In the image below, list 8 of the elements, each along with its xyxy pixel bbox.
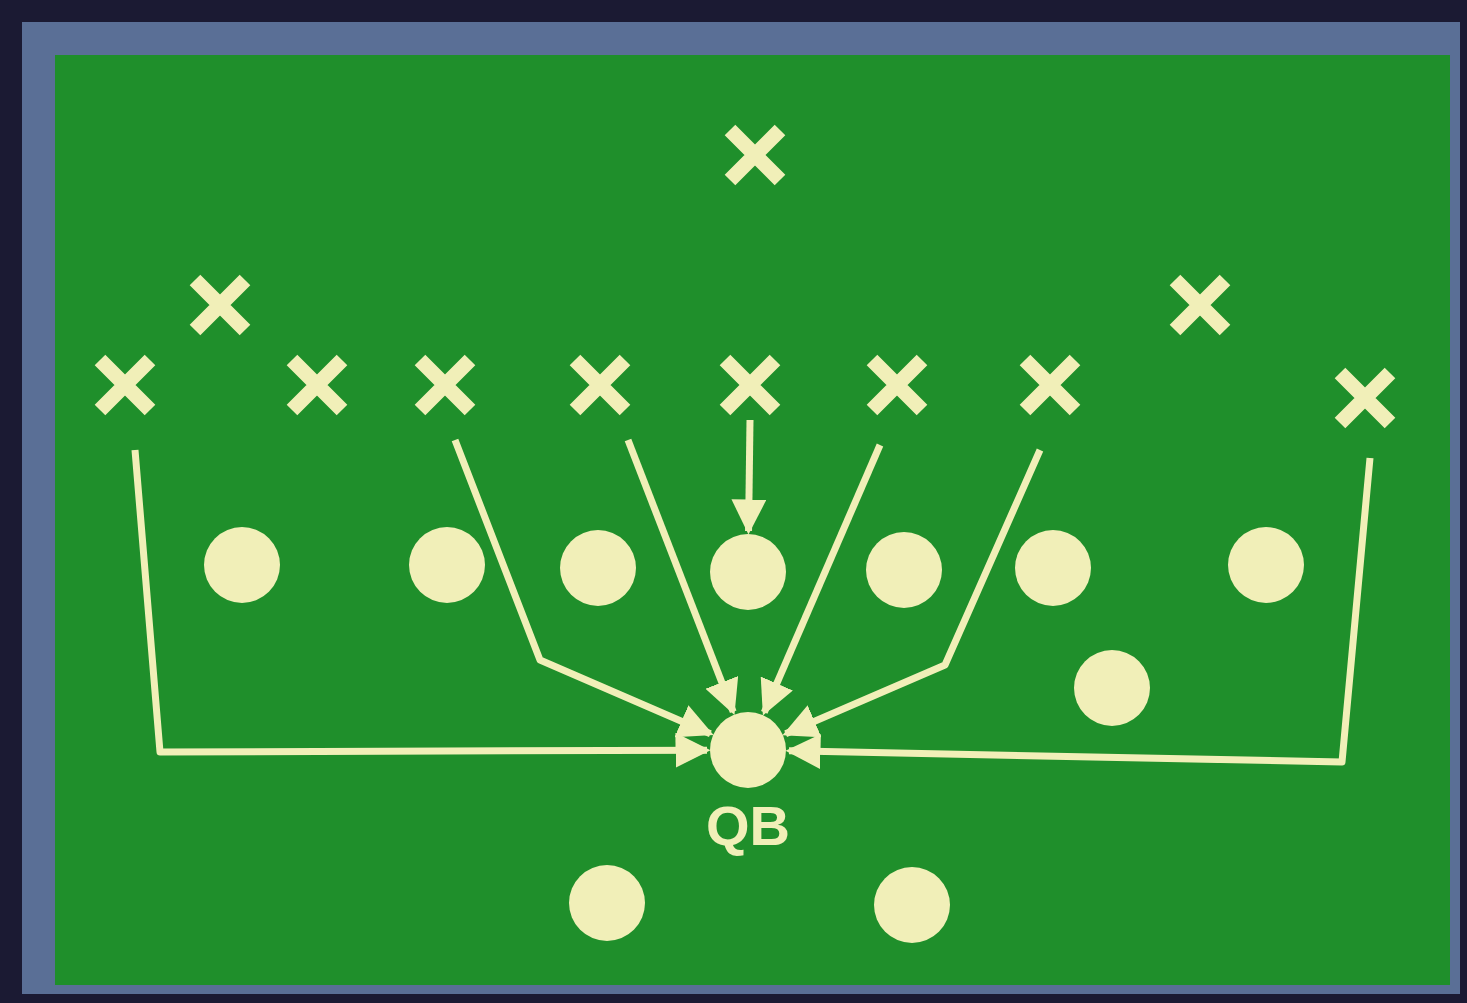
arrow xyxy=(785,457,1374,769)
player-label: QB xyxy=(705,796,791,856)
arrow xyxy=(731,419,767,535)
arrow xyxy=(782,448,1044,738)
arrow xyxy=(451,438,714,738)
arrow xyxy=(624,438,739,716)
arrow xyxy=(131,449,711,768)
arrow xyxy=(760,443,884,716)
